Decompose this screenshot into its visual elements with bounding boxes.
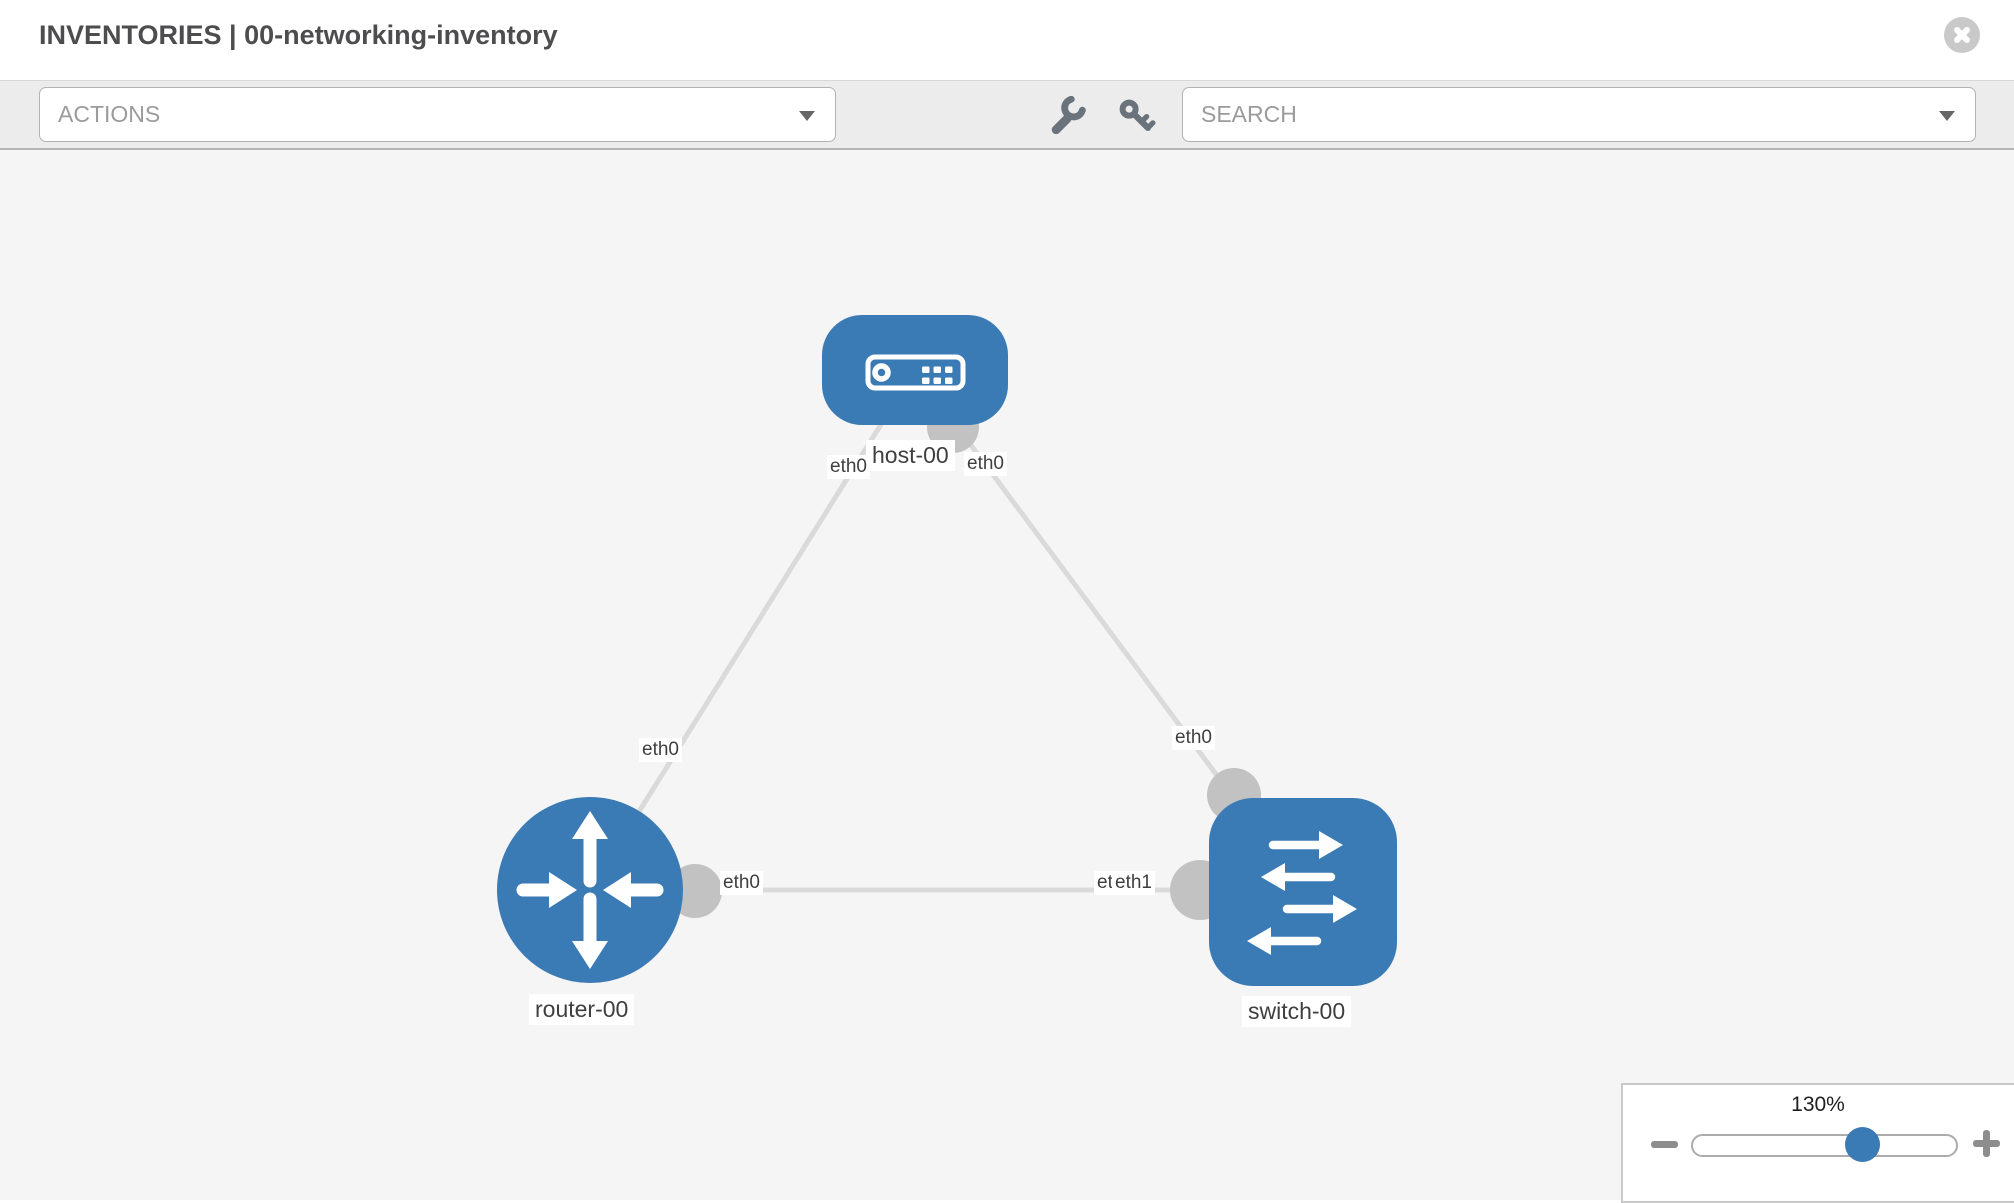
zoom-widget: 130% — [1621, 1083, 2014, 1203]
node-label-switch[interactable]: switch-00 — [1242, 996, 1352, 1027]
node-router[interactable] — [497, 797, 683, 983]
search-dropdown[interactable]: SEARCH — [1182, 87, 1976, 142]
interface-label: eth0 — [639, 738, 682, 762]
node-label-router[interactable]: router-00 — [529, 994, 635, 1025]
chevron-down-icon — [799, 111, 815, 121]
zoom-out-button[interactable] — [1651, 1141, 1678, 1148]
page-title: INVENTORIES | 00-networking-inventory — [39, 20, 558, 50]
key-icon[interactable] — [1116, 96, 1156, 136]
topology-canvas[interactable]: host-00 router-00 switch-00 eth0 eth0 et… — [0, 150, 2014, 1200]
switch-arrows-icon — [1247, 831, 1357, 955]
zoom-level-value: 130% — [1791, 1093, 1845, 1116]
interface-label: eth0 — [1172, 726, 1215, 750]
node-label-host[interactable]: host-00 — [866, 440, 955, 471]
interface-label: eth0 — [720, 871, 763, 895]
router-arrows-icon — [516, 811, 664, 969]
interface-label: eth1 — [1112, 871, 1155, 895]
zoom-slider-knob[interactable] — [1845, 1127, 1880, 1162]
zoom-slider-track[interactable] — [1691, 1134, 1958, 1157]
page-header: INVENTORIES | 00-networking-inventory — [0, 0, 2014, 80]
interface-label: eth0 — [964, 452, 1007, 476]
node-switch[interactable] — [1209, 798, 1397, 986]
close-icon[interactable] — [1944, 17, 1980, 53]
interface-label: eth0 — [827, 455, 870, 479]
search-placeholder: SEARCH — [1201, 101, 1297, 127]
actions-dropdown[interactable]: ACTIONS — [39, 87, 836, 142]
actions-dropdown-label: ACTIONS — [58, 101, 161, 127]
zoom-in-button[interactable] — [1973, 1130, 2000, 1157]
toolbar: ACTIONS SEARCH — [0, 80, 2014, 150]
wrench-icon[interactable] — [1048, 95, 1088, 136]
chevron-down-icon — [1939, 111, 1955, 121]
host-device-icon — [865, 354, 966, 391]
node-host[interactable] — [822, 315, 1008, 425]
